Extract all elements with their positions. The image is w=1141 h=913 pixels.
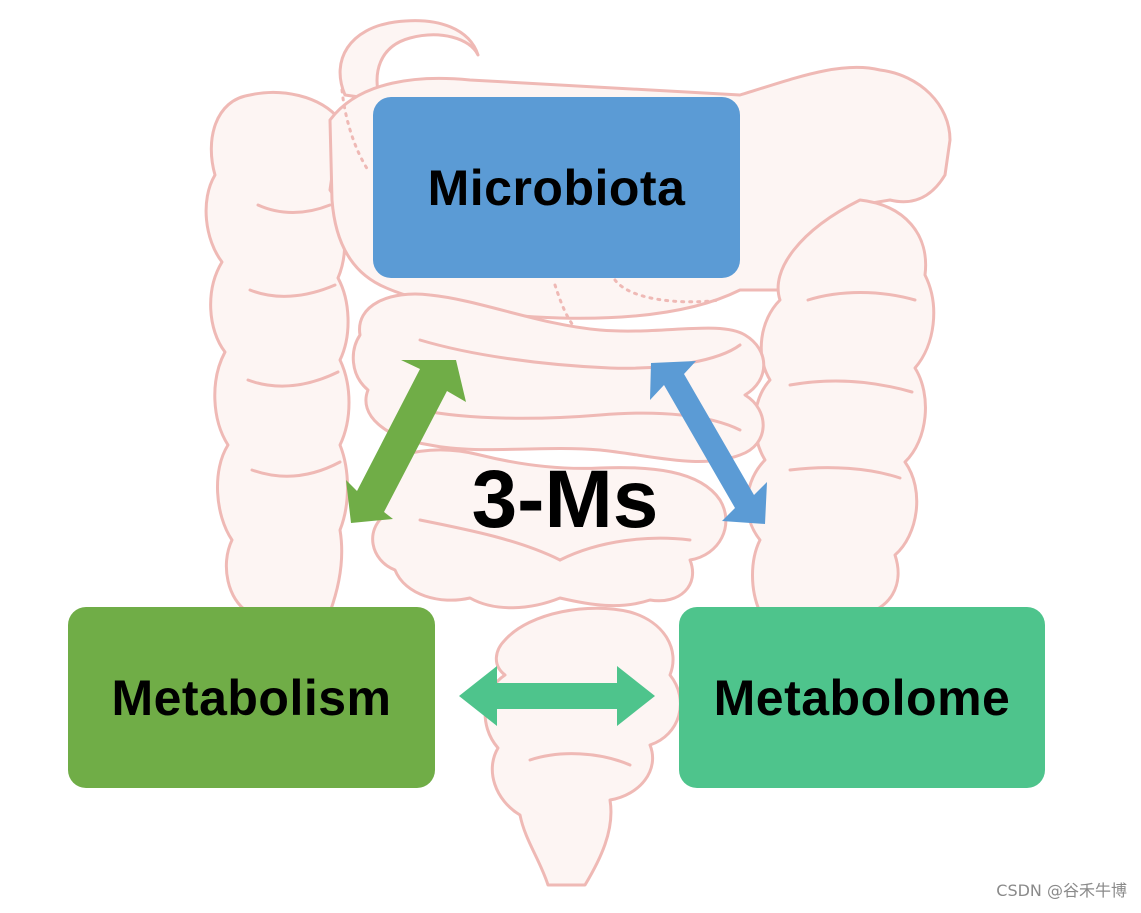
node-metabolome-label: Metabolome: [714, 669, 1011, 727]
node-metabolome: Metabolome: [679, 607, 1045, 788]
node-microbiota-label: Microbiota: [428, 159, 686, 217]
node-microbiota: Microbiota: [373, 97, 740, 278]
node-metabolism: Metabolism: [68, 607, 435, 788]
node-metabolism-label: Metabolism: [111, 669, 391, 727]
arrow-metabolism-metabolome: [459, 666, 655, 726]
watermark-text: CSDN @谷禾牛博: [996, 877, 1127, 901]
center-label: 3-Ms: [440, 445, 690, 555]
